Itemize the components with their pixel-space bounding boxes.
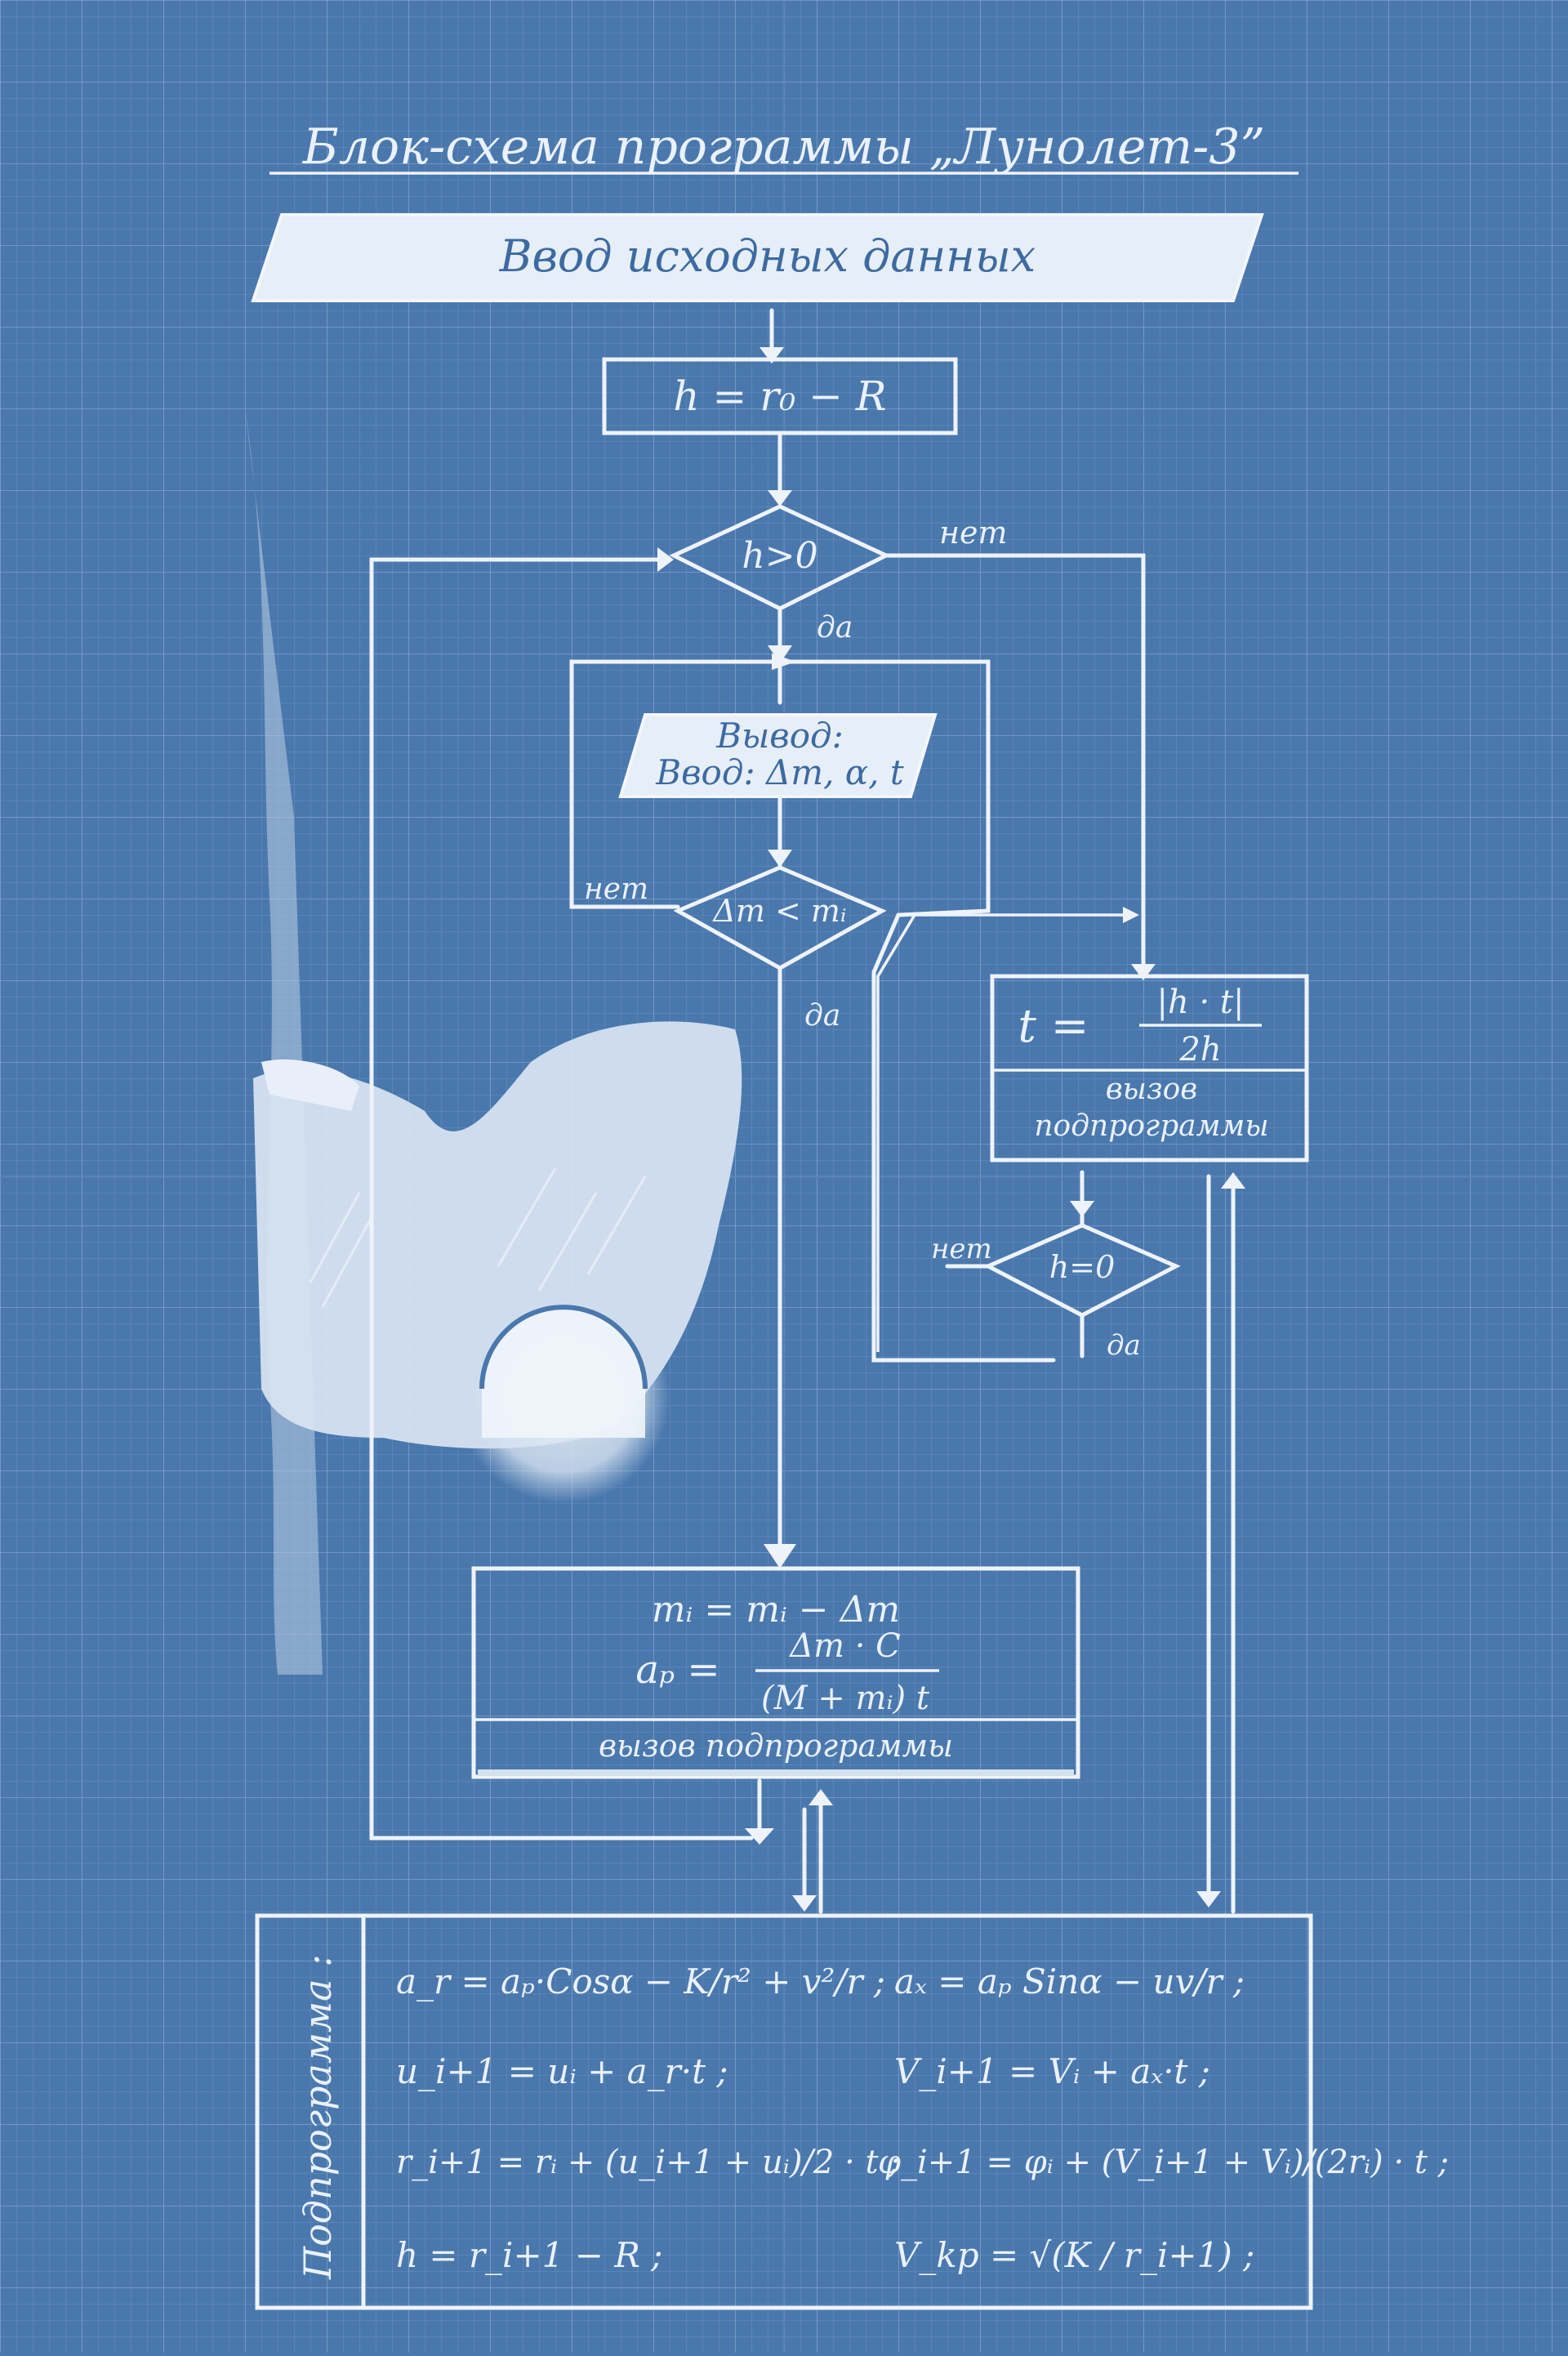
main-call-label: вызов подпрограммы bbox=[599, 1728, 953, 1764]
label-no-3: нет bbox=[931, 1233, 992, 1265]
subprogram-row1-left: a_r = aₚ·Cosα − K/r² + v²/r ; bbox=[396, 1961, 885, 2001]
output-input-block bbox=[618, 713, 938, 798]
t-numerator: |h · t| bbox=[1157, 984, 1245, 1021]
subprogram-row2-right: V_i+1 = Vᵢ + aₓ·t ; bbox=[894, 2051, 1210, 2091]
input-params-label: Ввод: Δm, α, t bbox=[655, 752, 904, 792]
t-call-line1: вызов bbox=[1106, 1073, 1198, 1106]
arrow-no-h-positive bbox=[1131, 964, 1156, 980]
arrow-main-out bbox=[745, 1828, 774, 1845]
label-yes-1: да bbox=[817, 611, 853, 645]
label-yes-3: да bbox=[1107, 1329, 1141, 1362]
subprogram-row4-right: V_kp = √(K / r_i+1) ; bbox=[894, 2235, 1254, 2275]
mass-update-formula: mᵢ = mᵢ − Δm bbox=[652, 1589, 900, 1631]
subprogram-row3-left: r_i+1 = rᵢ + (u_i+1 + uᵢ)/2 · t ; bbox=[396, 2144, 900, 2181]
subprogram-row4-left: h = r_i+1 − R ; bbox=[396, 2235, 662, 2275]
arrow-3 bbox=[768, 850, 792, 868]
arrow-to-subprogram-2 bbox=[1196, 1891, 1221, 1908]
diagram-title: Блок-схема программы „Лунолет-3” bbox=[302, 118, 1266, 176]
subprogram-row3-right: φ_i+1 = φᵢ + (V_i+1 + Vᵢ)/(2rᵢ) · t ; bbox=[878, 2144, 1449, 2181]
t-compute-block bbox=[990, 974, 1309, 1162]
t-call-line2: подпрограммы bbox=[1034, 1109, 1268, 1143]
arrow-from-subprogram-2 bbox=[1221, 1172, 1245, 1189]
subprogram-label: Подпрограмма : bbox=[296, 1954, 340, 2280]
decision-h-positive-label: h>0 bbox=[742, 535, 817, 577]
subprogram-block bbox=[255, 1913, 1313, 2310]
arrow-return-left bbox=[657, 547, 674, 572]
subprogram-row1-right: aₓ = aₚ Sinα − uv/r ; bbox=[894, 1961, 1245, 2001]
arrow-to-main-block bbox=[764, 1544, 796, 1568]
arrow-yes-1 bbox=[768, 645, 792, 663]
label-no-2: нет bbox=[584, 872, 648, 906]
accel-numerator: Δm · C bbox=[788, 1627, 901, 1665]
no-branch-h-positive bbox=[884, 553, 1146, 971]
arrow-from-subprogram-1 bbox=[808, 1789, 833, 1805]
arrow-4 bbox=[1070, 1201, 1094, 1217]
t-lhs: t = bbox=[1018, 1000, 1089, 1053]
label-yes-2: да bbox=[804, 999, 840, 1033]
t-denominator: 2h bbox=[1178, 1031, 1221, 1069]
arrow-inner-loop bbox=[772, 654, 796, 670]
decision-dm-label: Δm < mᵢ bbox=[711, 893, 846, 929]
lunar-surface-illustration bbox=[245, 408, 742, 1675]
subprogram-row2-left: u_i+1 = uᵢ + a_r·t ; bbox=[396, 2051, 728, 2091]
arrow-to-t-block bbox=[1123, 907, 1139, 923]
arrow-1 bbox=[760, 347, 784, 364]
output-label: Вывод: bbox=[715, 716, 844, 756]
accel-denominator: (M + mᵢ) t bbox=[761, 1680, 930, 1717]
input-data-label: Ввод исходных данных bbox=[499, 230, 1036, 282]
arrow-2 bbox=[768, 490, 792, 506]
input-data-block bbox=[251, 213, 1264, 302]
h-assign-label: h = r₀ − R bbox=[673, 373, 886, 420]
inner-loop bbox=[569, 659, 1056, 1363]
main-compute-block bbox=[471, 1566, 1080, 1779]
decision-h-zero-label: h=0 bbox=[1049, 1249, 1116, 1285]
inner-loop-right bbox=[876, 913, 1135, 1352]
arrow-to-subprogram-1 bbox=[792, 1895, 817, 1912]
accel-lhs: aₚ = bbox=[635, 1647, 719, 1693]
return-loop-left bbox=[369, 557, 754, 1841]
label-no-1: нет bbox=[939, 515, 1008, 551]
